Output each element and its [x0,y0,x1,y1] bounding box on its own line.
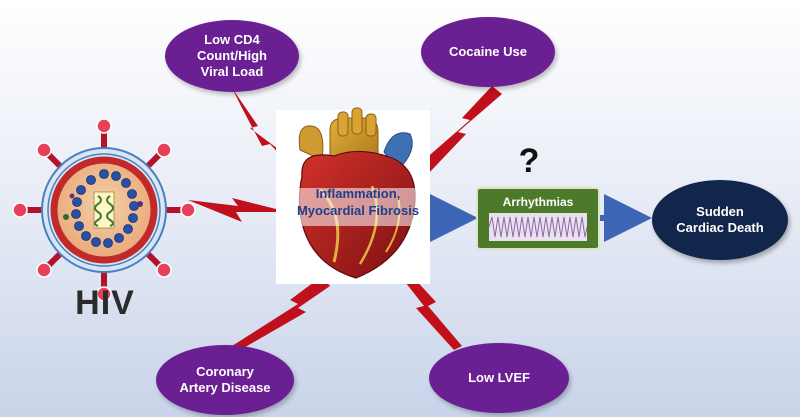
bolt-cocaine [424,86,502,174]
node-coronary-artery-disease: Coronary Artery Disease [156,345,294,415]
bolt-hiv [188,198,288,222]
question-mark: ? [518,142,540,180]
bolt-cad [232,276,330,350]
node-inflammation-myocardial-fibrosis: Inflammation, Myocardial Fibrosis [296,186,420,218]
ecg-strip-icon [489,213,587,241]
node-low-cd4-high-viral-load: Low CD4 Count/High Viral Load [165,20,299,92]
heart-illustration [276,107,430,284]
node-low-lvef: Low LVEF [429,343,569,413]
node-sudden-cardiac-death: Sudden Cardiac Death [652,180,788,260]
node-arrhythmias: Arrhythmias [476,187,600,250]
arrhythmias-label: Arrhythmias [502,195,574,209]
node-cocaine-use: Cocaine Use [421,17,555,87]
hiv-label: HIV [75,284,135,322]
hiv-virus-illustration [12,118,196,302]
bolt-lvef [402,276,462,350]
